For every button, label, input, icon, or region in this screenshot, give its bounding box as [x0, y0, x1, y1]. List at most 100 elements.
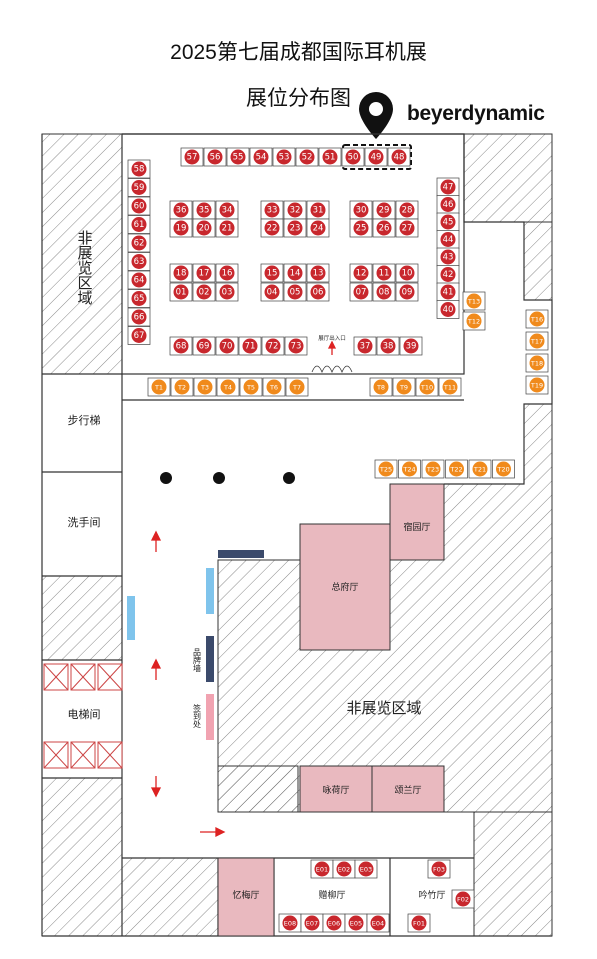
booth-t2[interactable]: T2 — [170, 377, 194, 397]
booth-t20[interactable]: T20 — [492, 459, 515, 479]
booth-t25[interactable]: T25 — [374, 459, 398, 479]
booth-46[interactable]: 46 — [436, 195, 460, 214]
booth-28[interactable]: 28 — [395, 200, 419, 220]
booth-68[interactable]: 68 — [169, 336, 193, 356]
booth-23[interactable]: 23 — [283, 218, 307, 238]
booth-t9[interactable]: T9 — [392, 377, 416, 397]
booth-49[interactable]: 49 — [364, 147, 388, 167]
booth-27[interactable]: 27 — [395, 218, 419, 238]
booth-t4[interactable]: T4 — [216, 377, 240, 397]
booth-34[interactable]: 34 — [215, 200, 239, 220]
booth-30[interactable]: 30 — [349, 200, 373, 220]
booth-t22[interactable]: T22 — [445, 459, 468, 479]
booth-t23[interactable]: T23 — [421, 459, 445, 479]
beyerdynamic-booth-highlight[interactable] — [342, 144, 412, 170]
booth-t21[interactable]: T21 — [468, 459, 492, 479]
booth-e05[interactable]: E05 — [344, 913, 368, 933]
booth-t1[interactable]: T1 — [147, 377, 171, 397]
booth-t24[interactable]: T24 — [398, 459, 421, 479]
booth-24[interactable]: 24 — [306, 218, 330, 238]
booth-17[interactable]: 17 — [192, 263, 216, 283]
booth-62[interactable]: 62 — [127, 233, 151, 253]
booth-18[interactable]: 18 — [169, 263, 193, 283]
booth-e01[interactable]: E01 — [310, 859, 334, 879]
booth-e02[interactable]: E02 — [332, 859, 356, 879]
booth-13[interactable]: 13 — [306, 263, 330, 283]
booth-67[interactable]: 67 — [127, 326, 151, 345]
booth-t13[interactable]: T13 — [462, 291, 486, 311]
booth-72[interactable]: 72 — [261, 336, 285, 356]
booth-69[interactable]: 69 — [192, 336, 216, 356]
booth-t8[interactable]: T8 — [369, 377, 393, 397]
booth-01[interactable]: 01 — [169, 282, 193, 302]
booth-09[interactable]: 09 — [395, 282, 419, 302]
booth-38[interactable]: 38 — [376, 336, 400, 356]
booth-11[interactable]: 11 — [372, 263, 396, 283]
booth-e06[interactable]: E06 — [322, 913, 346, 933]
booth-65[interactable]: 65 — [127, 289, 151, 308]
booth-t10[interactable]: T10 — [415, 377, 439, 397]
booth-57[interactable]: 57 — [180, 147, 204, 167]
booth-54[interactable]: 54 — [249, 147, 273, 167]
booth-t16[interactable]: T16 — [525, 309, 549, 329]
booth-50[interactable]: 50 — [341, 147, 365, 167]
booth-19[interactable]: 19 — [169, 218, 193, 238]
booth-44[interactable]: 44 — [436, 230, 460, 249]
booth-03[interactable]: 03 — [215, 282, 239, 302]
booth-t6[interactable]: T6 — [262, 377, 286, 397]
booth-25[interactable]: 25 — [349, 218, 373, 238]
booth-15[interactable]: 15 — [260, 263, 284, 283]
booth-05[interactable]: 05 — [283, 282, 307, 302]
booth-29[interactable]: 29 — [372, 200, 396, 220]
booth-14[interactable]: 14 — [283, 263, 307, 283]
booth-08[interactable]: 08 — [372, 282, 396, 302]
booth-41[interactable]: 41 — [436, 282, 460, 302]
booth-39[interactable]: 39 — [399, 336, 423, 356]
booth-t18[interactable]: T18 — [525, 353, 549, 373]
booth-56[interactable]: 56 — [203, 147, 227, 167]
booth-45[interactable]: 45 — [436, 212, 460, 232]
booth-73[interactable]: 73 — [284, 336, 308, 356]
booth-33[interactable]: 33 — [260, 200, 284, 220]
booth-t17[interactable]: T17 — [525, 331, 549, 351]
booth-02[interactable]: 02 — [192, 282, 216, 302]
booth-07[interactable]: 07 — [349, 282, 373, 302]
booth-42[interactable]: 42 — [436, 265, 460, 284]
booth-f01[interactable]: F01 — [407, 913, 431, 933]
booth-60[interactable]: 60 — [127, 196, 151, 216]
booth-t19[interactable]: T19 — [525, 375, 549, 395]
booth-12[interactable]: 12 — [349, 263, 373, 283]
booth-22[interactable]: 22 — [260, 218, 284, 238]
booth-63[interactable]: 63 — [127, 252, 151, 271]
booth-61[interactable]: 61 — [127, 215, 151, 234]
booth-21[interactable]: 21 — [215, 218, 239, 238]
booth-06[interactable]: 06 — [306, 282, 330, 302]
booth-43[interactable]: 43 — [436, 247, 460, 267]
booth-t11[interactable]: T11 — [438, 377, 462, 397]
booth-71[interactable]: 71 — [238, 336, 262, 356]
booth-32[interactable]: 32 — [283, 200, 307, 220]
booth-31[interactable]: 31 — [306, 200, 330, 220]
booth-e08[interactable]: E08 — [278, 913, 302, 933]
booth-20[interactable]: 20 — [192, 218, 216, 238]
booth-53[interactable]: 53 — [272, 147, 296, 167]
booth-40[interactable]: 40 — [436, 300, 460, 319]
booth-47[interactable]: 47 — [436, 177, 460, 197]
booth-37[interactable]: 37 — [353, 336, 377, 356]
booth-t7[interactable]: T7 — [285, 377, 309, 397]
booth-59[interactable]: 59 — [127, 178, 151, 197]
booth-70[interactable]: 70 — [215, 336, 239, 356]
booth-48[interactable]: 48 — [387, 147, 411, 167]
booth-t5[interactable]: T5 — [239, 377, 263, 397]
booth-04[interactable]: 04 — [260, 282, 284, 302]
booth-10[interactable]: 10 — [395, 263, 419, 283]
booth-36[interactable]: 36 — [169, 200, 193, 220]
booth-26[interactable]: 26 — [372, 218, 396, 238]
booth-66[interactable]: 66 — [127, 307, 151, 327]
booth-t12[interactable]: T12 — [462, 311, 486, 331]
booth-f02[interactable]: F02 — [451, 889, 475, 909]
booth-55[interactable]: 55 — [226, 147, 250, 167]
booth-f03[interactable]: F03 — [427, 859, 451, 879]
booth-e07[interactable]: E07 — [300, 913, 324, 933]
booth-52[interactable]: 52 — [295, 147, 319, 167]
